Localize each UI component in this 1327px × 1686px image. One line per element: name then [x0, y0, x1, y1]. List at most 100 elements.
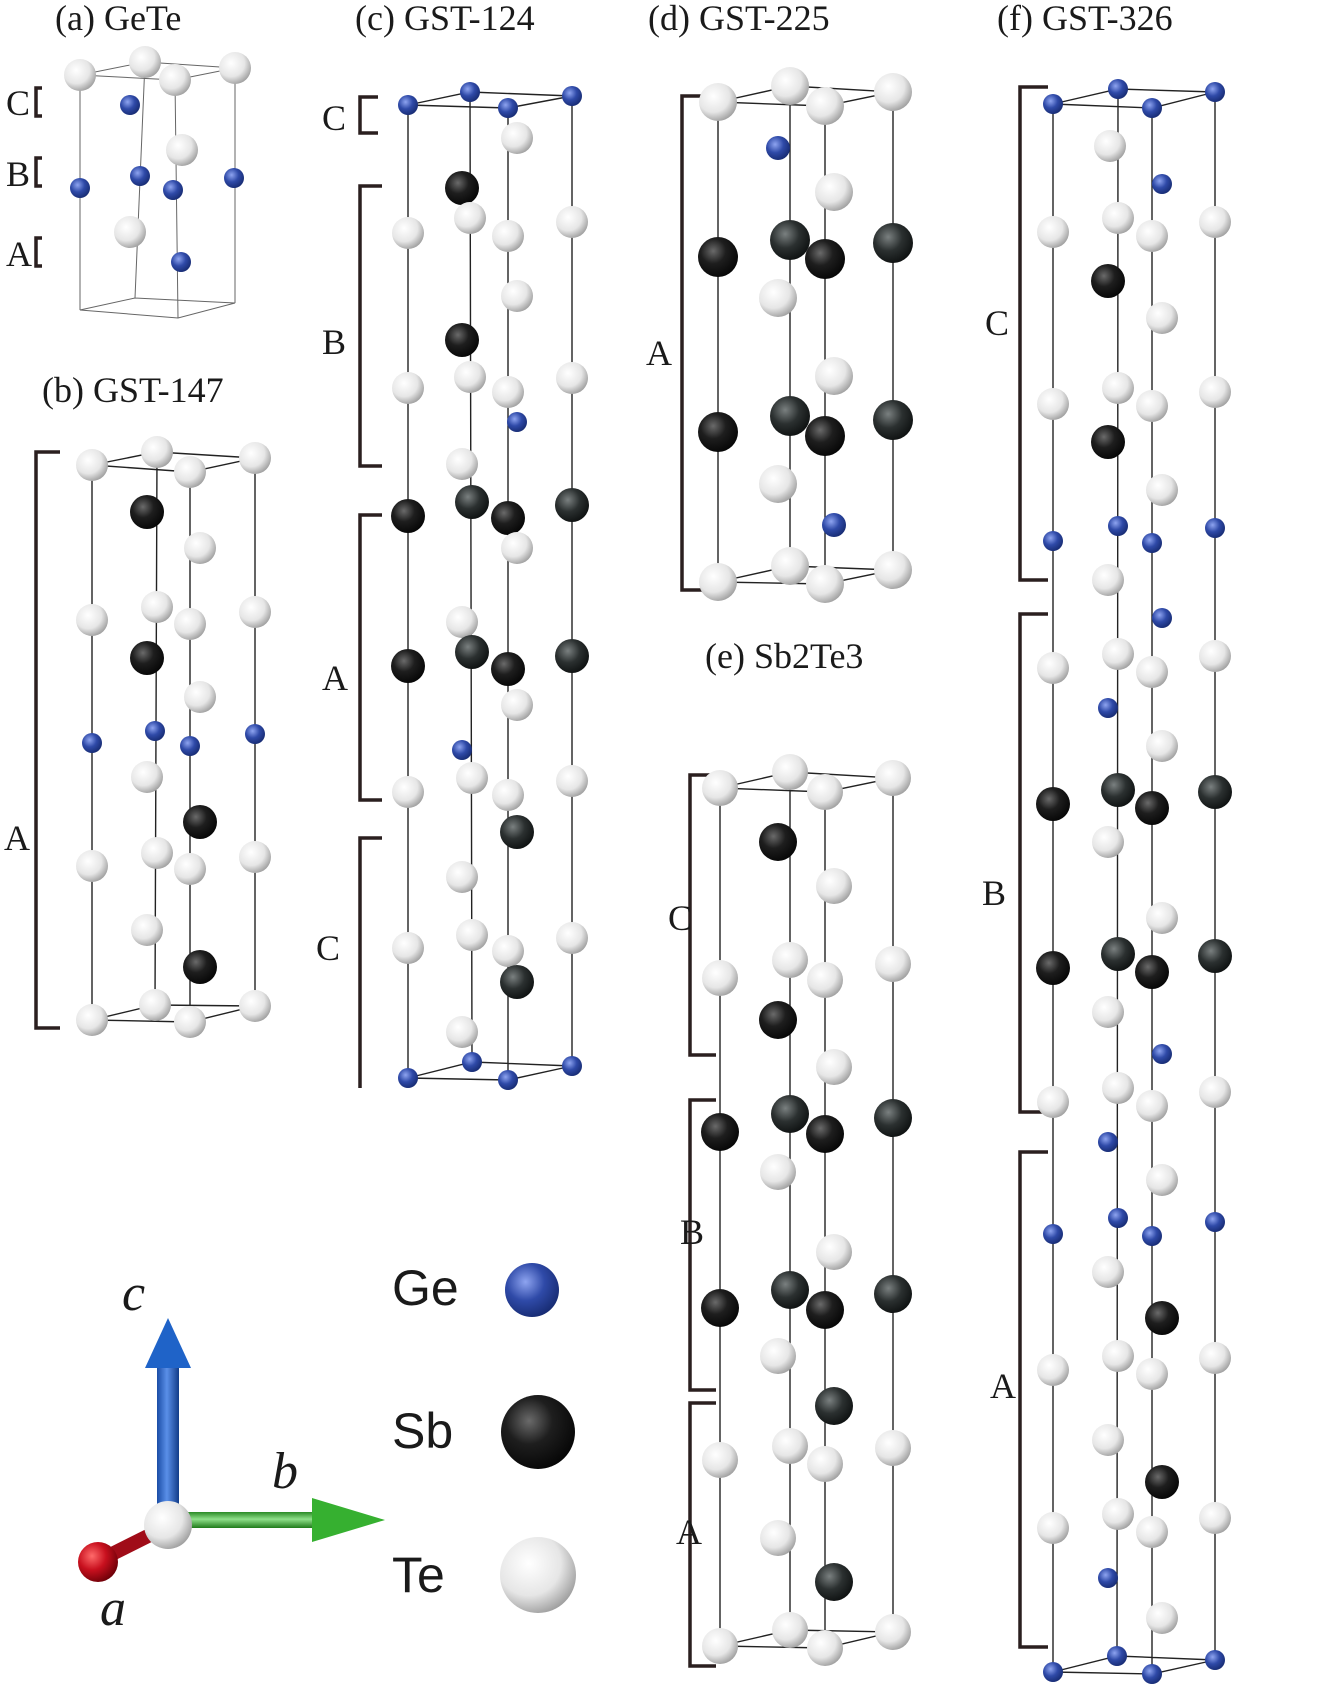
te-atom: [1102, 638, 1134, 670]
te-atom: [875, 1430, 911, 1466]
te-atom: [139, 989, 171, 1021]
te-atom: [141, 837, 173, 869]
sb-atom: [771, 1095, 809, 1133]
te-atom: [1092, 1424, 1124, 1456]
te-atom: [446, 1016, 478, 1048]
sb-atom: [555, 639, 589, 673]
ge-atom: [507, 412, 527, 432]
ge-atom: [1107, 1646, 1127, 1666]
te-atom: [807, 1630, 843, 1666]
te-atom: [772, 1428, 808, 1464]
te-atom: [392, 372, 424, 404]
sb-atom: [1036, 951, 1070, 985]
te-atom: [699, 563, 737, 601]
te-atom: [1037, 216, 1069, 248]
te-atom: [219, 52, 251, 84]
panel-a-title: (a) GeTe: [55, 0, 181, 38]
te-atom: [64, 59, 96, 91]
te-atom: [816, 1049, 852, 1085]
ge-atom: [1205, 82, 1225, 102]
block-label-f-C: C: [985, 303, 1009, 343]
te-atom: [772, 942, 808, 978]
te-atom: [446, 448, 478, 480]
sb-atom: [455, 485, 489, 519]
te-atom: [76, 1004, 108, 1036]
te-atom: [131, 761, 163, 793]
te-atom: [392, 776, 424, 808]
block-label-c-A: A: [322, 658, 348, 698]
ge-atom: [1205, 518, 1225, 538]
te-atom: [875, 946, 911, 982]
ge-atom: [130, 166, 150, 186]
block-label-f-A: A: [990, 1366, 1016, 1406]
te-atom: [446, 861, 478, 893]
block-label-c-C-top: C: [322, 98, 346, 138]
te-atom: [556, 206, 588, 238]
bracket-f-A: [1018, 1150, 1048, 1649]
bracket-a-B: [34, 156, 42, 188]
ge-atom: [82, 733, 102, 753]
te-atom: [816, 868, 852, 904]
sb-atom: [1036, 787, 1070, 821]
te-atom: [239, 596, 271, 628]
panel-e-structure: C B A: [668, 754, 912, 1668]
ge-atom: [1142, 1226, 1162, 1246]
te-atom: [1146, 474, 1178, 506]
sb-atom: [1198, 939, 1232, 973]
ge-atom: [1043, 1224, 1063, 1244]
sb-atom: [130, 641, 164, 675]
te-atom: [129, 46, 161, 78]
te-atom: [174, 608, 206, 640]
te-atom: [1199, 1342, 1231, 1374]
te-atom: [1146, 302, 1178, 334]
panel-f-structure: C B A: [982, 79, 1232, 1684]
ge-atom: [1098, 698, 1118, 718]
te-atom: [174, 456, 206, 488]
te-atom: [806, 565, 844, 603]
sb-atom: [806, 1115, 844, 1153]
panel-f-title: (f) GST-326: [997, 0, 1173, 38]
sb-atom: [873, 400, 913, 440]
panel-d-structure: A: [646, 67, 913, 603]
panel-b-structure: A: [4, 436, 271, 1038]
te-atom: [1146, 730, 1178, 762]
bracket-c-A: [358, 513, 382, 802]
a-axis-label: a: [100, 1580, 126, 1637]
te-atom: [76, 850, 108, 882]
c-axis-arrowhead: [145, 1318, 191, 1368]
ge-atom: [498, 98, 518, 118]
bracket-d-A: [680, 94, 708, 592]
te-atom: [1136, 390, 1168, 422]
te-atom: [759, 465, 797, 503]
bracket-a-A: [34, 236, 42, 268]
te-atom: [492, 935, 524, 967]
te-atom: [874, 551, 912, 589]
sb-atom: [183, 805, 217, 839]
te-atom: [492, 220, 524, 252]
sb-atom: [770, 396, 810, 436]
te-atom: [760, 1338, 796, 1374]
block-label-a-A: A: [6, 234, 32, 274]
sb-atom: [759, 1001, 797, 1039]
te-atom: [1102, 1498, 1134, 1530]
ge-atom: [1108, 79, 1128, 99]
te-atom: [806, 87, 844, 125]
b-axis-label: b: [272, 1443, 298, 1500]
sb-atom: [130, 495, 164, 529]
ge-atom: [766, 136, 790, 160]
axes-triad: c b a: [78, 1265, 385, 1637]
te-atom: [174, 853, 206, 885]
te-atom: [492, 779, 524, 811]
te-atom: [875, 1614, 911, 1650]
bracket-a-C: [34, 86, 42, 118]
te-atom: [815, 357, 853, 395]
te-atom: [184, 681, 216, 713]
te-atom: [114, 216, 146, 248]
ge-atom: [452, 740, 472, 760]
te-atom: [1094, 130, 1126, 162]
element-legend: Ge Sb Te: [392, 1260, 576, 1613]
te-atom: [239, 442, 271, 474]
te-atom: [174, 1006, 206, 1038]
sb-atom: [771, 1271, 809, 1309]
te-atom: [1102, 1340, 1134, 1372]
